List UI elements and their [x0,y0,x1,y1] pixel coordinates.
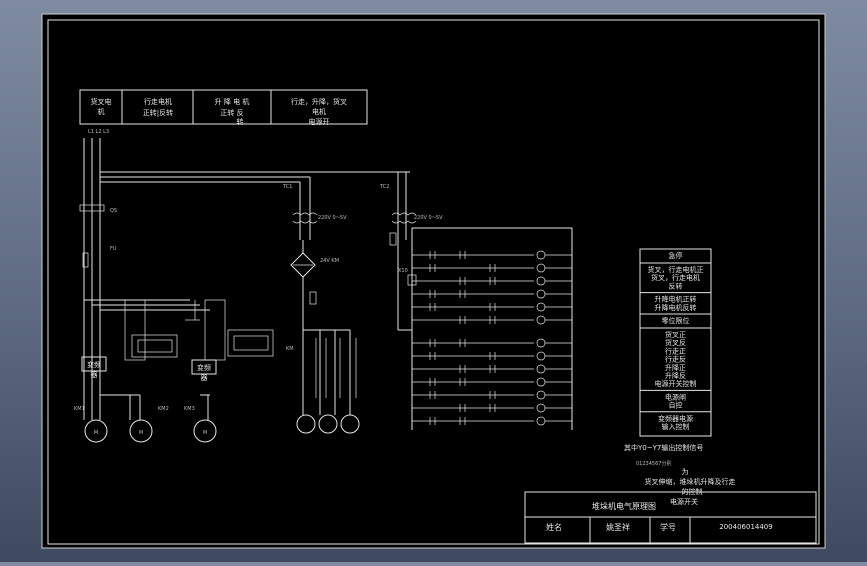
legend-entry: 电源开关控制 [655,379,697,388]
inverter-right-line2: 器 [201,374,208,382]
inverter-right-line1: 变频 [197,363,211,372]
header-col2-line2: 正转|反转 [143,108,173,117]
legend-entry: 货叉，行走电机正 [648,265,704,274]
svg-text:TC2: TC2 [379,184,389,190]
ladder-rung [412,390,572,400]
name-value: 姚圣祥 [606,522,630,532]
legend-entry: 升降电机正转 [655,295,697,304]
ladder-rung [412,403,572,413]
rectifier-section: 24V KM KM [286,240,357,415]
svg-text:KM: KM [286,346,294,352]
header-col3-line3: 转 [237,117,244,126]
ladder-rung [412,315,572,325]
ladder-rung [411,289,572,307]
inverter-left-line2: 器 [91,371,98,379]
notes-line2: 01234567分别 [636,460,671,467]
ladder-rung [412,338,572,348]
notes-line4: 货叉伸缩，堆垛机升降及行走 [645,477,736,486]
notes-line1: 其中Y0~Y7输出控制信号 [624,443,703,452]
drawing-frame [47,19,820,545]
motor-lift [193,419,217,443]
header-col1-line2: 机 [98,107,105,116]
svg-text:FU: FU [110,246,117,252]
legend-entry: 升降正 [665,363,686,372]
svg-text:L1 L2 L3: L1 L2 L3 [88,129,109,135]
id-label: 学号 [660,522,676,532]
header-col4-line3: 电源开 [309,117,330,126]
header-col3-line2: 正转 反 [220,108,243,117]
legend-entry: 货叉反 [665,338,686,347]
id-value: 200406014409 [719,523,772,531]
legend-entry: 电源闸 [665,392,686,401]
svg-text:X10: X10 [398,268,408,274]
legend-entry: 货叉，行走电机 [651,273,700,282]
legend-entry: 变频器电源 [658,414,693,423]
ladder-rung [412,276,572,286]
svg-text:KM3: KM3 [184,406,195,412]
svg-text:M: M [94,430,98,436]
legend-entry: 输入控制 [662,422,690,431]
ladder-rung [411,364,572,382]
header-col4-line1: 行走，升降，货叉 [291,97,347,106]
ladder-rung [412,263,572,273]
ladder-rung [412,250,572,260]
legend-table: 急停货叉，行走电机正货叉，行走电机反转升降电机正转升降电机反转零位限位货叉正货叉… [639,248,712,437]
header-col4-line2: 电机 [312,107,326,116]
svg-text:24V KM: 24V KM [320,258,339,264]
motor-travel [129,419,153,443]
legend-entry: 行走正 [665,346,686,355]
inverter-left-line1: 变频 [87,360,101,369]
motor-aux-1 [296,414,316,434]
inverter-branches: 变频 器 变频 器 KM1 KM2 KM3 [74,299,274,420]
legend-entry: 急停 [669,251,683,260]
drawing-title: 堆垛机电气原理图 [592,501,656,511]
legend-entry: 升降电机反转 [655,303,697,312]
legend-entry: 零位限位 [662,316,690,325]
svg-text:M: M [203,430,207,436]
header-col2-line1: 行走电机 [144,97,172,106]
motor-fork [84,419,108,443]
header-table: 货叉电 机 行走电机 正转|反转 升 降 电 机 正转 反 转 行走，升降，货叉… [79,89,368,126]
svg-text:KM1: KM1 [74,406,85,412]
ladder-rung [412,377,572,387]
notes-line6: 电源开关 [670,497,698,506]
name-label: 姓名 [546,522,562,532]
motor-aux-2 [318,414,338,434]
svg-text:KM2: KM2 [158,406,169,412]
ladder-rung [412,302,572,312]
notes-line3: 为 [682,467,689,476]
plc-ladder: X10 [397,227,573,430]
legend-entry: 自控 [669,401,683,410]
svg-text:TC1: TC1 [282,184,292,190]
legend-entry: 升降反 [665,371,686,380]
title-block: 电源开关 堆垛机电气原理图 姓名 姚圣祥 学号 200406014409 [524,491,817,544]
header-col3-line1: 升 降 电 机 [215,97,250,106]
header-col1-line1: 货叉电 [91,97,112,106]
svg-text:220V 0~5V: 220V 0~5V [318,215,347,221]
main-power-bus: L1 L2 L3 QS TC1 TC2 220V 0~5V 220V 0~5V … [79,129,443,420]
svg-text:QS: QS [110,208,117,214]
legend-entry: 行走反 [665,355,686,364]
svg-text:220V 0~5V: 220V 0~5V [414,215,443,221]
svg-text:M: M [139,430,143,436]
legend-entry: 货叉正 [665,330,686,339]
legend-entry: 反转 [669,281,683,290]
ladder-rung [412,416,572,426]
ladder-rung [412,351,572,361]
